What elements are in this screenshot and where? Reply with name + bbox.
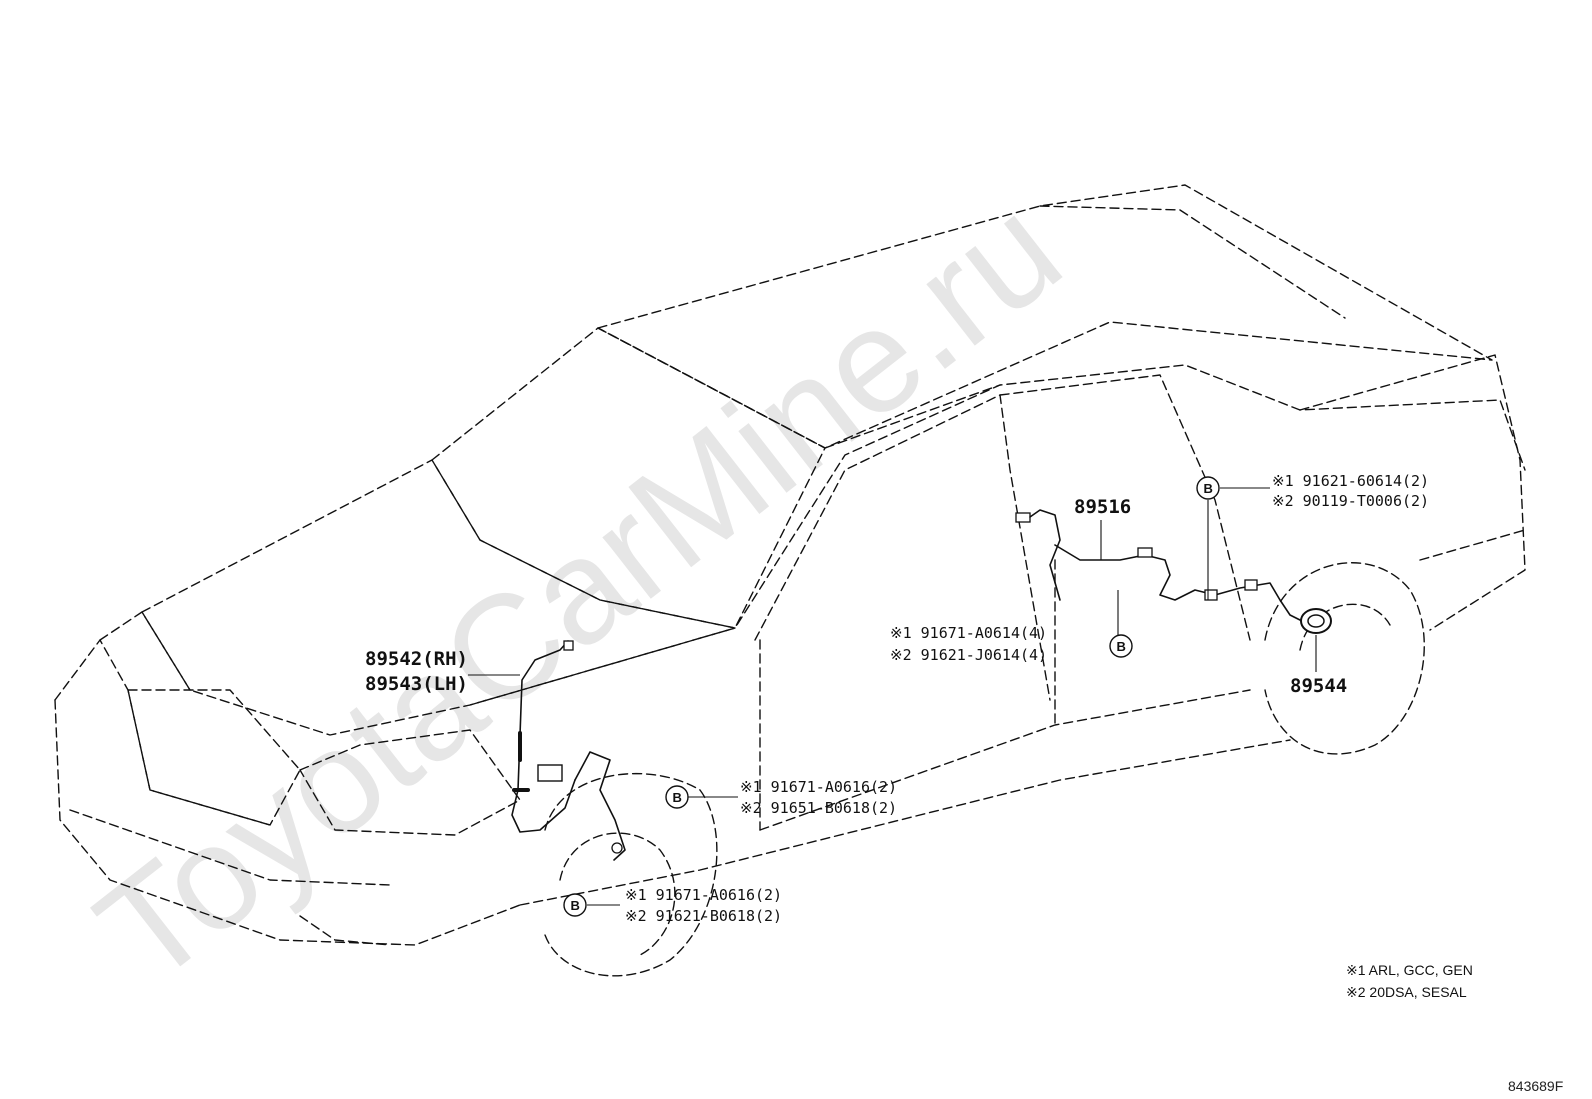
legend-line-1: ※1 ARL, GCC, GEN [1346, 962, 1473, 978]
callout-front-upper: B ※1 91671-A0616(2) ※2 91651-B0618(2) [665, 778, 897, 817]
note-line-2: ※2 91621-J0614(4) [890, 646, 1047, 664]
bolt-symbol-letter: B [1117, 639, 1126, 654]
part-89543-label: 89543(LH) [365, 673, 468, 695]
callout-rear-mid: B ※1 91671-A0614(4) ※2 91621-J0614(4) [890, 624, 1133, 664]
legend: ※1 ARL, GCC, GEN ※2 20DSA, SESAL [1346, 962, 1473, 1000]
note-line-1: ※1 91671-A0616(2) [625, 886, 782, 904]
bolt-symbol-letter: B [673, 790, 682, 805]
bolt-symbol-icon [563, 893, 587, 917]
note-line-2: ※2 91621-B0618(2) [625, 907, 782, 925]
rear-harness-wire [1015, 509, 1301, 621]
bolt-symbol-icon [665, 785, 689, 809]
note-line-1: ※1 91621-60614(2) [1272, 472, 1429, 490]
part-89544-label: 89544 [1290, 675, 1347, 697]
part-89516-label: 89516 [1074, 496, 1131, 518]
note-line-2: ※2 90119-T0006(2) [1272, 492, 1429, 510]
car-outline [54, 184, 1526, 977]
bolt-symbol-icon [1109, 634, 1133, 658]
catalog-id: 843689F [1508, 1078, 1563, 1094]
bolt-symbol-letter: B [571, 898, 580, 913]
note-line-2: ※2 91651-B0618(2) [740, 799, 897, 817]
part-89542-label: 89542(RH) [365, 648, 468, 670]
bolt-symbol-icon [1196, 476, 1220, 500]
note-line-1: ※1 91671-A0614(4) [890, 624, 1047, 642]
watermark: ToyotaCarMine.ru [68, 166, 1090, 1015]
rear-sensor-89544 [1300, 608, 1332, 634]
legend-line-2: ※2 20DSA, SESAL [1346, 984, 1467, 1000]
front-sensor-wire [511, 640, 626, 861]
callout-front-lower: B ※1 91671-A0616(2) ※2 91621-B0618(2) [563, 886, 782, 925]
callout-rear-upper: B ※1 91621-60614(2) ※2 90119-T0006(2) [1196, 472, 1429, 510]
note-line-1: ※1 91671-A0616(2) [740, 778, 897, 796]
bolt-symbol-letter: B [1204, 481, 1213, 496]
